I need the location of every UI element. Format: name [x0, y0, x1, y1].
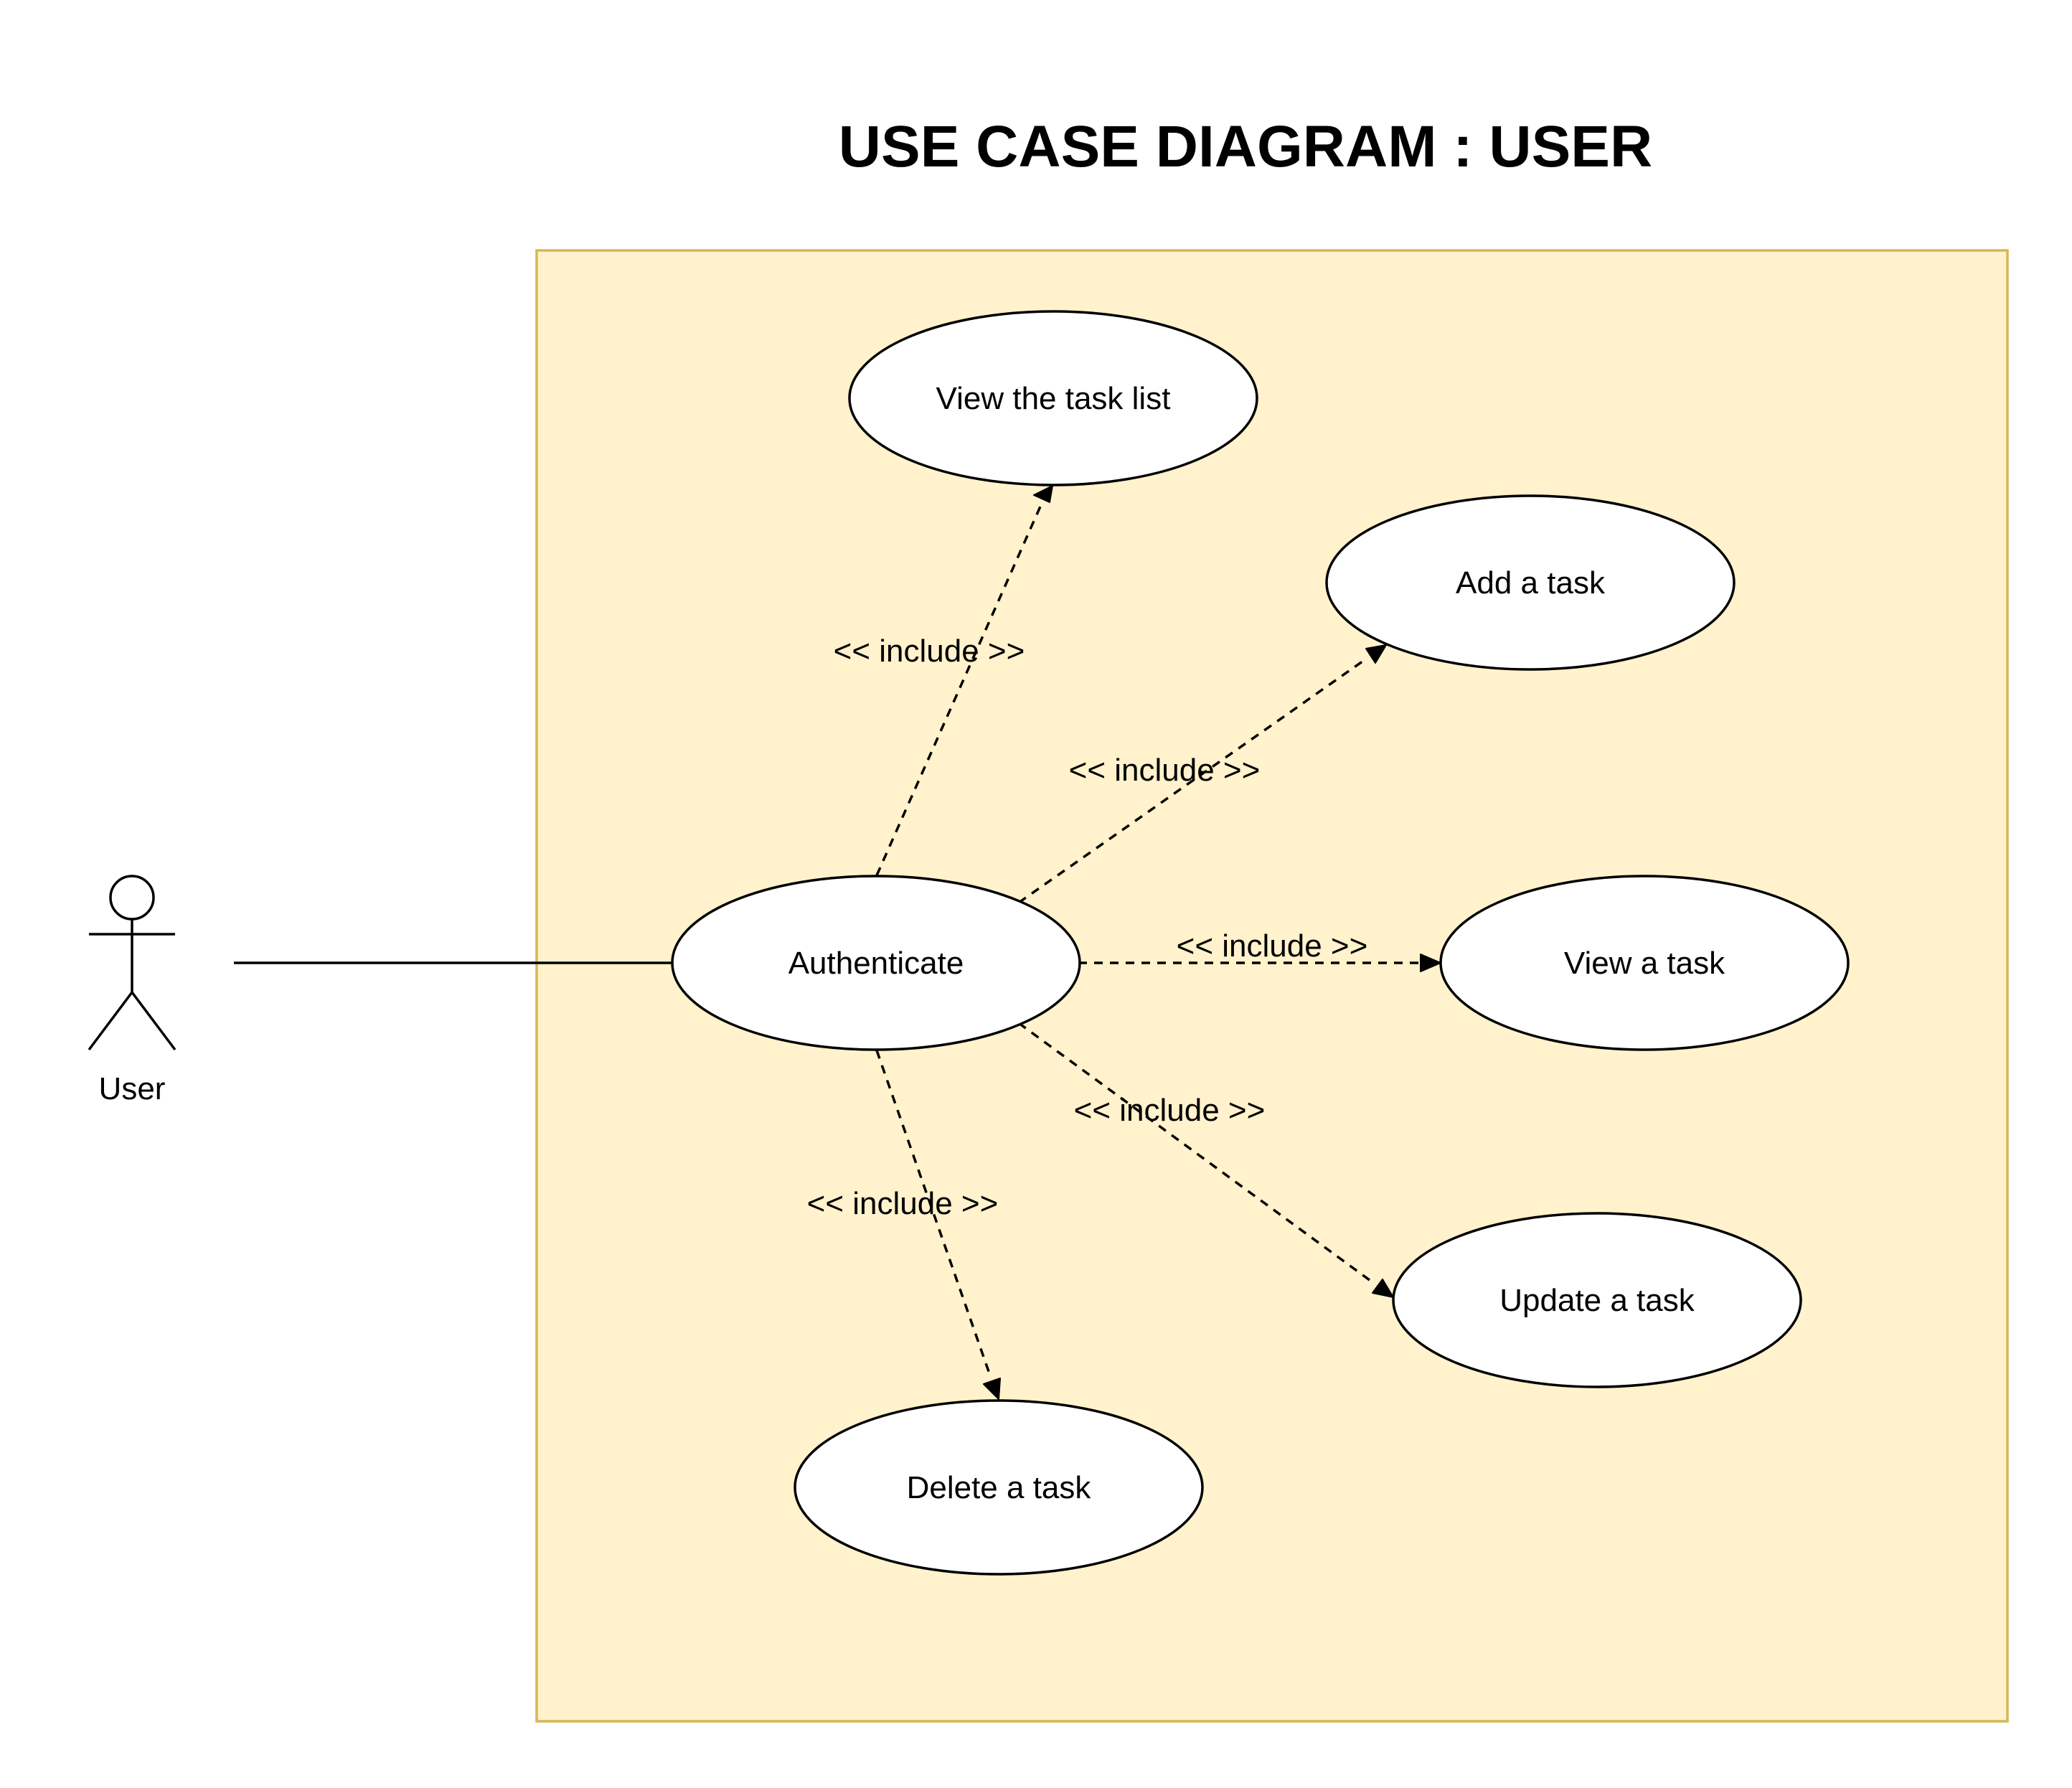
include-label-update: << include >> [1074, 1093, 1266, 1128]
arrowhead-view-list [1033, 485, 1053, 503]
arrowhead-update [1372, 1279, 1394, 1298]
diagram-title: USE CASE DIAGRAM : USER [839, 114, 1652, 179]
use-case-view-task[interactable]: View a task [1439, 875, 1850, 1051]
use-case-view-task-list[interactable]: View the task list [848, 310, 1258, 486]
include-label-view-list: << include >> [834, 634, 1025, 669]
use-case-update-task[interactable]: Update a task [1392, 1212, 1802, 1388]
use-case-authenticate-shape [671, 875, 1081, 1051]
include-edge-delete [875, 1050, 992, 1378]
use-case-delete-task[interactable]: Delete a task [794, 1399, 1204, 1576]
use-case-view-task-shape [1439, 875, 1850, 1051]
use-case-update-task-shape [1392, 1212, 1802, 1388]
use-case-add-task-shape [1325, 494, 1736, 671]
use-case-add-task-label: Add a task [1456, 565, 1606, 601]
use-case-delete-task-label: Delete a task [907, 1470, 1092, 1505]
include-label-add: << include >> [1069, 753, 1261, 788]
use-case-view-task-list-label: View the task list [936, 381, 1171, 416]
use-case-view-task-list-shape [848, 310, 1258, 486]
use-case-delete-task-shape [794, 1399, 1204, 1576]
include-edge-add [1017, 657, 1369, 904]
actor-head [109, 875, 155, 921]
use-case-authenticate[interactable]: Authenticate [671, 875, 1081, 1051]
arrowhead-add [1365, 644, 1387, 664]
use-case-authenticate-label: Authenticate [788, 946, 964, 981]
arrowhead-view [1420, 954, 1441, 972]
actor-left-leg [88, 991, 133, 1051]
include-label-delete: << include >> [807, 1186, 999, 1221]
include-edge-view-list [875, 506, 1042, 876]
use-case-view-task-label: View a task [1564, 946, 1725, 981]
actor-right-leg [131, 991, 176, 1051]
actor-label: User [99, 1071, 166, 1106]
include-edge-update [1017, 1022, 1377, 1286]
actor-user[interactable]: User [88, 875, 176, 1106]
include-label-view: << include >> [1177, 928, 1368, 964]
use-case-update-task-label: Update a task [1499, 1283, 1695, 1318]
use-case-add-task[interactable]: Add a task [1325, 494, 1736, 671]
arrowhead-delete [983, 1378, 1001, 1400]
